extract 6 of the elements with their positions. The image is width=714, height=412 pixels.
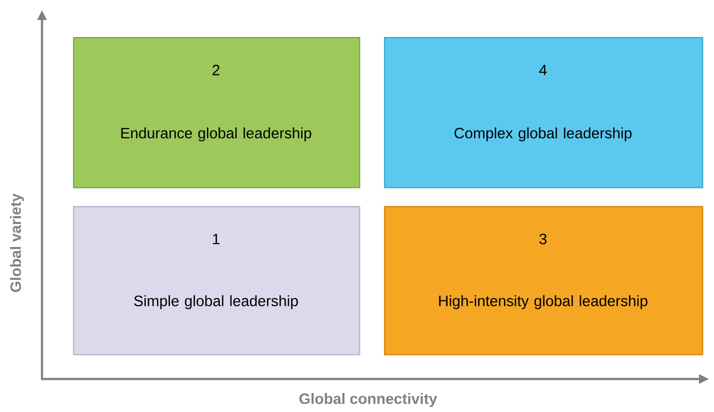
- quadrant-box: 4 Complex global leadership: [384, 37, 704, 188]
- quadrant-box: 3 High-intensity global leadership: [384, 206, 704, 356]
- axis-label: Global connectivity: [299, 393, 438, 407]
- axis-label: Global variety: [10, 193, 24, 292]
- quadrant-box: 1 Simple global leadership: [73, 206, 360, 356]
- quadrant-box: 2 Endurance global leadership: [73, 37, 360, 188]
